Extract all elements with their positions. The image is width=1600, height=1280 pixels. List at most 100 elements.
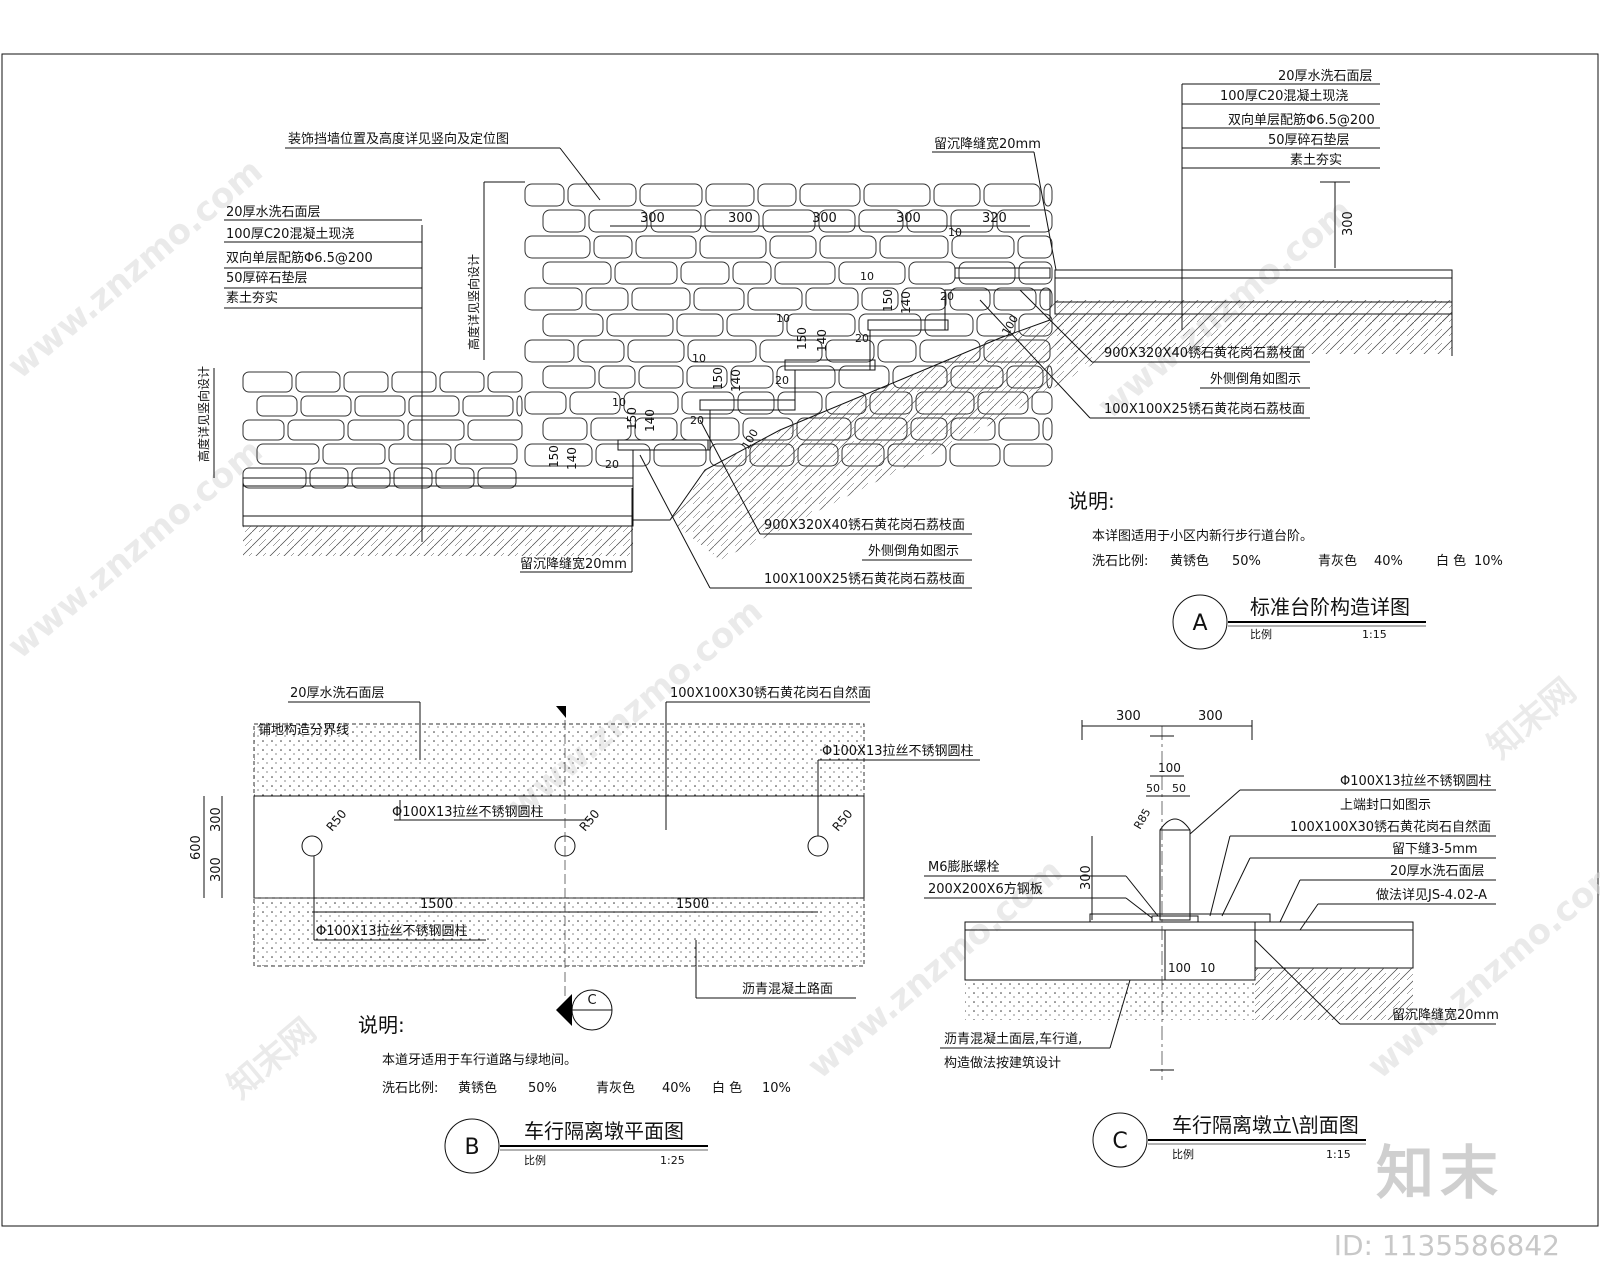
dim-10: 10: [948, 226, 962, 239]
wall-stone: [730, 365, 774, 389]
asphalt-note: 沥青混凝土面层,车行道,: [944, 1031, 1082, 1047]
wall-stone: [439, 371, 485, 393]
wall-stone: [1039, 287, 1053, 311]
wall-stone: [996, 209, 1053, 233]
dim-riser-150: 150: [711, 367, 725, 390]
dim-1500: 1500: [676, 897, 709, 912]
wall-stone: [949, 443, 1001, 467]
plan-boundary-note: 铺地构造分界线: [258, 723, 349, 738]
dim-1500: 1500: [420, 897, 453, 912]
stone-wall-lower: [242, 371, 523, 489]
wall-stone: [924, 313, 974, 337]
ratio-a-pct-3: 10%: [1474, 554, 1503, 569]
wall-stone: [487, 371, 523, 393]
wall-stone: [595, 443, 651, 467]
dim-10: 10: [612, 396, 626, 409]
section-paving: [1089, 913, 1271, 923]
wall-stone: [704, 209, 760, 233]
wall-stone: [524, 183, 565, 207]
wall-stone: [737, 391, 775, 415]
dim-right-300: 300: [1341, 211, 1356, 236]
plan-paving-note: 100X100X30锈石黄花岗石自然面: [670, 685, 871, 701]
post-note: Φ100X13拉丝不锈钢圆柱: [1340, 774, 1492, 789]
wall-stone: [1018, 261, 1053, 285]
wall-stone: [542, 417, 588, 441]
section-paving-note: 100X100X30锈石黄花岗石自然面: [1290, 819, 1491, 835]
wall-stone: [676, 313, 724, 337]
height-note-1: 高度详见竖向设计: [466, 254, 481, 350]
left-layer-callout: 20厚水洗石面层 100厚C20混凝土现浇 双向单层配筋Φ6.5@200 50厚…: [224, 205, 423, 542]
settle-note: 留沉降缝宽20mm: [1392, 1007, 1499, 1023]
wall-stone: [256, 395, 298, 417]
dim-50: 50: [1172, 782, 1186, 795]
dim-20: 20: [605, 458, 619, 471]
wall-stone: [732, 261, 772, 285]
right-layer-2: 100厚C20混凝土现浇: [1220, 88, 1348, 104]
post-note-3: Φ100X13拉丝不锈钢圆柱: [822, 744, 974, 759]
wall-stone: [680, 261, 730, 285]
wall-stone: [705, 183, 755, 207]
post-cap: [1159, 818, 1191, 831]
dim-riser-140: 140: [643, 409, 657, 432]
dim-riser-150: 150: [625, 407, 639, 430]
dim-600: 600: [189, 835, 204, 860]
wall-stone: [819, 235, 877, 259]
wall-stone: [1003, 443, 1053, 467]
ratio-b-pct-2: 40%: [662, 1081, 691, 1096]
wall-stone: [524, 339, 575, 363]
wall-stone: [287, 419, 345, 441]
wall-stone: [623, 391, 679, 415]
detail-b: R50 R50 R50 1500 1500 300 300 600 20厚水洗石…: [189, 685, 980, 1174]
method-note: 做法详见JS-4.02-A: [1376, 888, 1487, 903]
wall-stone: [757, 183, 797, 207]
wall-stone: [524, 287, 583, 311]
wall-stone: [638, 365, 684, 389]
ratio-b-pct-1: 50%: [528, 1081, 557, 1096]
ratio-a-pct-1: 50%: [1232, 554, 1261, 569]
wall-stone: [631, 287, 691, 311]
wall-stone: [242, 371, 293, 393]
wall-stone: [958, 261, 1016, 285]
dim-top: 300: [812, 211, 837, 226]
plate-note: 200X200X6方钢板: [928, 881, 1043, 897]
wall-stone: [693, 287, 745, 311]
wall-stone: [569, 391, 621, 415]
wall-stone: [639, 183, 703, 207]
post-note-1: Φ100X13拉丝不锈钢圆柱: [316, 924, 468, 939]
wall-stone: [542, 365, 596, 389]
scale-label-c: 比例: [1172, 1147, 1194, 1161]
wall-stone: [949, 287, 991, 311]
wall-stone: [759, 339, 823, 363]
left-layer-2: 100厚C20混凝土现浇: [226, 226, 354, 242]
tread-5: [954, 267, 1051, 279]
wall-stone: [983, 183, 1041, 207]
chamfer-note-right: 外侧倒角如图示: [1210, 371, 1301, 387]
ratio-a-pct-2: 40%: [1374, 554, 1403, 569]
r50-label: R50: [830, 807, 856, 834]
dim-top: 300: [728, 211, 753, 226]
wall-stone: [776, 365, 836, 389]
wall-stone: [567, 183, 637, 207]
bollard-post-1: [301, 835, 323, 857]
watermark-text: 知末网: [1480, 671, 1584, 767]
tread-4: [867, 319, 949, 331]
plan-surface-band: [253, 723, 865, 797]
riser-note-left: 100X100X25锈石黄花岗石荔枝面: [764, 571, 965, 587]
right-layer-1: 20厚水洗石面层: [1278, 69, 1373, 84]
dim-20: 20: [775, 374, 789, 387]
wall-stone: [681, 391, 735, 415]
right-layer-callout: 20厚水洗石面层 100厚C20混凝土现浇 双向单层配筋Φ6.5@200 50厚…: [1181, 69, 1380, 330]
wall-stone: [242, 419, 285, 441]
section-concrete-right: [1254, 929, 1414, 969]
dim-bottom-10: 10: [1200, 961, 1215, 975]
wall-stone: [524, 391, 567, 415]
wall-stone: [516, 395, 523, 417]
wall-note: 装饰挡墙位置及高度详见竖向及定位图: [288, 131, 509, 147]
wall-stone: [906, 209, 948, 233]
wall-stone: [524, 443, 593, 467]
note-line-b: 本道牙适用于车行道路与绿地间。: [382, 1052, 577, 1068]
wall-stone: [762, 209, 816, 233]
plan-surface-note: 20厚水洗石面层: [290, 686, 385, 701]
detail-title-b: 车行隔离墩平面图: [524, 1119, 684, 1143]
